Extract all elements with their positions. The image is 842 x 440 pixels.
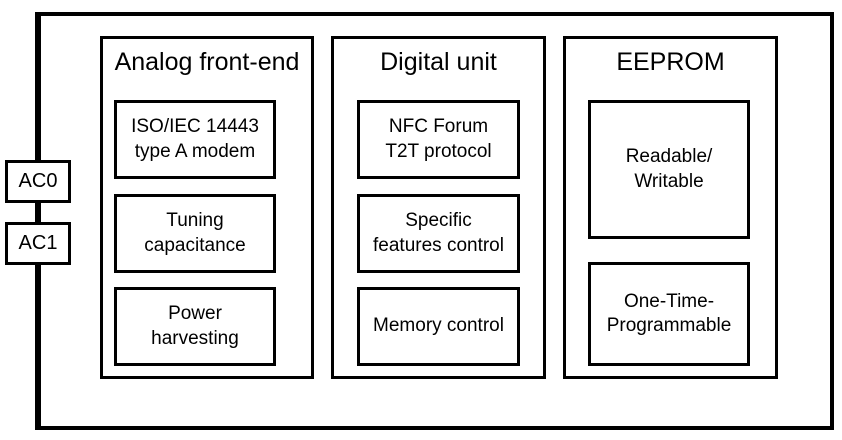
- pin-ac1-label: AC1: [18, 232, 58, 254]
- pin-ac0[interactable]: AC0: [5, 160, 71, 203]
- block-tuning-capacitance[interactable]: Tuning capacitance: [114, 194, 276, 273]
- chip-outline: [37, 12, 834, 430]
- group-digital-unit-title: Digital unit: [380, 48, 497, 76]
- block-readable-writable[interactable]: Readable/ Writable: [588, 100, 750, 239]
- block-nfc-forum-t2t-protocol[interactable]: NFC Forum T2T protocol: [357, 100, 520, 179]
- pin-ac0-label: AC0: [18, 170, 58, 192]
- block-specific-features-control[interactable]: Specific features control: [357, 194, 520, 273]
- block-memory-control[interactable]: Memory control: [357, 287, 520, 366]
- block-one-time-programmable[interactable]: One-Time- Programmable: [588, 262, 750, 366]
- pin-ac1[interactable]: AC1: [5, 222, 71, 265]
- block-iso-iec-14443-type-a-modem[interactable]: ISO/IEC 14443 type A modem: [114, 100, 276, 179]
- group-analog-front-end-title: Analog front-end: [114, 48, 300, 76]
- group-eeprom-title: EEPROM: [616, 48, 725, 76]
- block-power-harvesting[interactable]: Power harvesting: [114, 287, 276, 366]
